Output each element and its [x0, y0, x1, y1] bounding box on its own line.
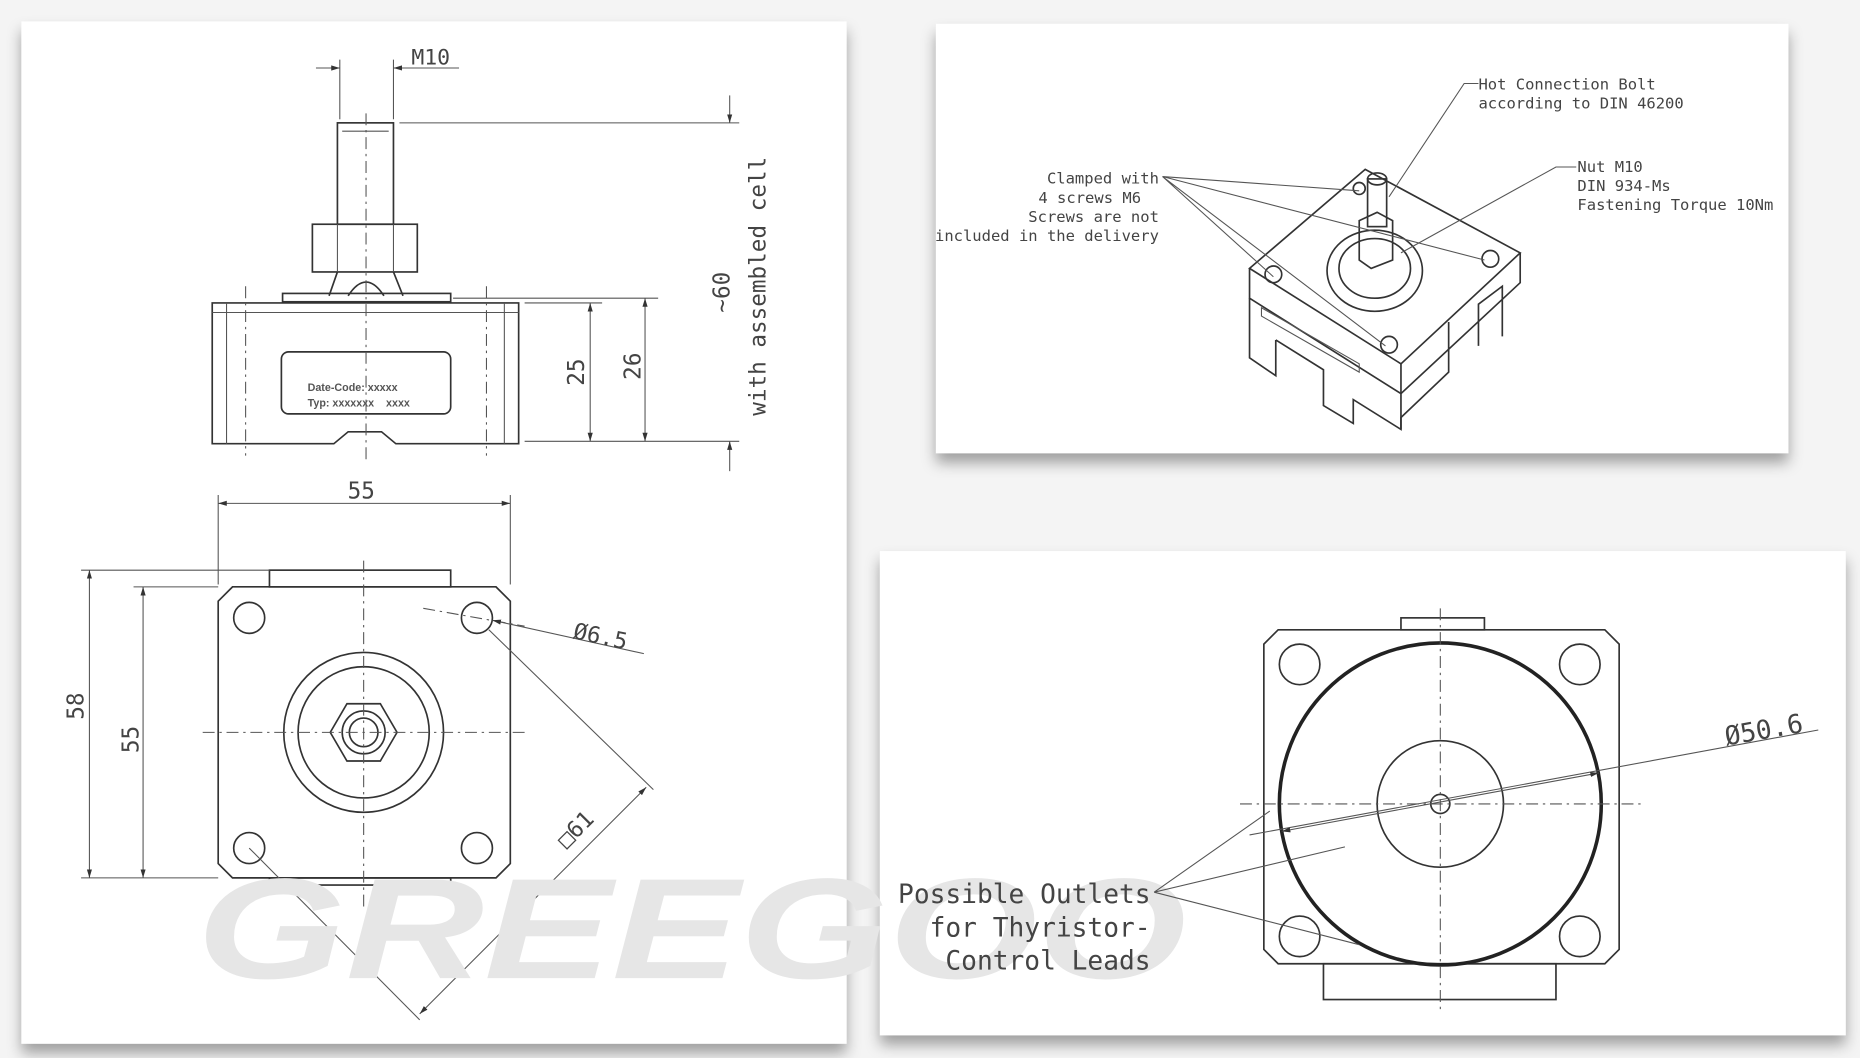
dimension-25: 25 — [564, 359, 590, 386]
side-view: Date-Code: xxxxx Typ: xxxxxxx xxxx M10 ~… — [211, 45, 771, 472]
isometric-view: Hot Connection Bolt according to DIN 462… — [935, 75, 1773, 431]
nut-callout-line1: Nut M10 — [1577, 158, 1642, 176]
watermark-logo: GREEGOO — [197, 849, 1187, 1009]
outlet-callout-line2: for Thyristor- — [930, 913, 1151, 943]
height-note: with assembled cell — [745, 157, 771, 416]
outer-height-dimension: 58 — [63, 692, 89, 719]
nut-callout-line2: DIN 934-Ms — [1577, 177, 1670, 195]
nut-callout-line3: Fastening Torque 10Nm — [1577, 196, 1773, 214]
clamp-callout-line4: included in the delivery — [935, 227, 1159, 245]
panel-bottom-view — [879, 551, 1846, 1036]
inner-height-dimension: 55 — [118, 726, 144, 753]
dimension-26: 26 — [620, 353, 646, 380]
bottom-view: Ø50.6 Possible Outlets for Thyristor- Co… — [898, 608, 1819, 1014]
panel-isometric-view — [935, 23, 1789, 454]
outlet-callout-line1: Possible Outlets — [898, 880, 1151, 910]
outlet-callout-line3: Control Leads — [945, 947, 1150, 977]
bolt-callout-line2: according to DIN 46200 — [1478, 95, 1683, 113]
clamp-callout-line3: Screws are not — [1028, 208, 1159, 226]
clamp-callout-line2: 4 screws M6 — [1038, 189, 1141, 207]
label-date-code: Date-Code: xxxxx — [308, 382, 398, 394]
clamp-callout-line1: Clamped with — [1047, 170, 1159, 188]
width-dimension: 55 — [348, 479, 375, 505]
height-dimension: ~60 — [710, 272, 736, 313]
thread-dimension: M10 — [411, 45, 450, 70]
label-type: Typ: xxxxxxx xxxx — [308, 398, 410, 410]
bolt-callout-line1: Hot Connection Bolt — [1478, 75, 1655, 93]
